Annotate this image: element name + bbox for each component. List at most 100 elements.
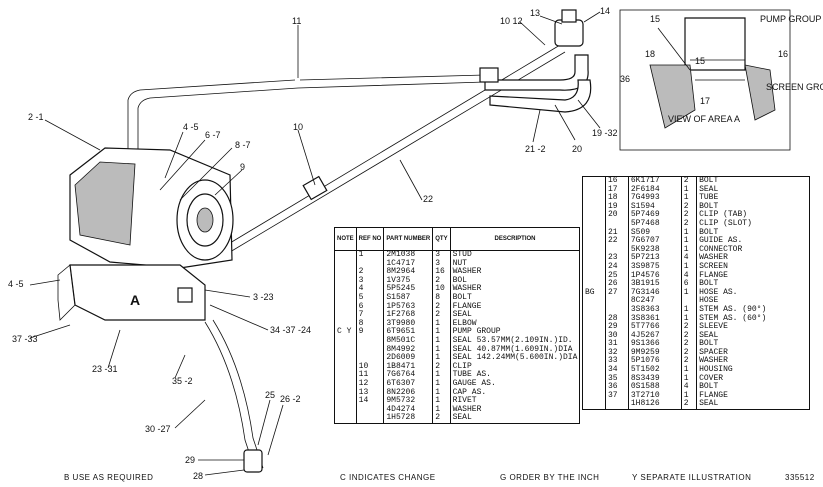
cell-qty: 2	[680, 219, 698, 229]
cell-description: BOLT	[696, 383, 810, 392]
cell-qty: 2	[432, 302, 451, 312]
cell-note	[334, 388, 357, 398]
cell-qty: 4	[680, 271, 698, 281]
cell-description: SPACER	[696, 348, 810, 358]
cell-qty: 1	[432, 319, 451, 329]
parts-table-1: NOTE REF NO PART NUMBER QTY DESCRIPTION …	[334, 227, 581, 424]
cell-ref-no: 37	[605, 391, 629, 401]
callout-view-area-a: VIEW OF AREA A	[668, 114, 740, 124]
cell-group-note: BG	[582, 176, 606, 410]
cell-description: SEAL	[696, 185, 810, 195]
cell-description: SEAL 40.87MM(1.609IN.)DIA	[449, 345, 581, 355]
cell-description: WASHER	[449, 268, 581, 277]
callout-28: 28	[193, 471, 203, 481]
callout-14: 14	[600, 6, 610, 16]
callout-29: 29	[185, 455, 195, 465]
cell-qty: 8	[432, 293, 451, 303]
header-part-number: PART NUMBER	[383, 227, 434, 251]
cell-description: SEAL 53.57MM(2.109IN.)ID.	[449, 336, 581, 346]
cell-description: TUBE AS.	[449, 371, 581, 380]
callout-35-2: 35 -2	[172, 376, 193, 386]
cell-qty: 1	[432, 405, 451, 415]
cell-qty: 1	[680, 365, 698, 375]
cell-description: SEAL	[696, 331, 810, 341]
cell-description: CAP AS.	[449, 388, 581, 398]
cell-description: SCREEN	[696, 262, 810, 272]
cell-note	[334, 397, 357, 406]
area-a-label: A	[130, 292, 140, 308]
cell-ref-no	[605, 297, 629, 306]
cell-description: CLIP	[449, 362, 581, 372]
cell-note	[334, 268, 357, 277]
cell-qty: 2	[432, 276, 451, 286]
cell-description: SEAL	[449, 413, 581, 424]
callout-18: 18	[645, 49, 655, 59]
callout-16: 16	[778, 49, 788, 59]
callout-4-5: 4 -5	[183, 122, 199, 132]
cell-ref-no: 22	[605, 237, 629, 246]
callout-10-12: 10 12	[500, 16, 523, 26]
cell-ref-no	[355, 336, 385, 346]
cell-qty: 1	[680, 374, 698, 384]
cell-description: TUBE	[696, 194, 810, 203]
cell-description: HOSE AS.	[696, 288, 810, 298]
cell-qty: 6	[680, 280, 698, 289]
cell-qty: 1	[680, 237, 698, 246]
cell-qty: 1	[680, 228, 698, 238]
cell-qty: 2	[680, 357, 698, 367]
cell-description: SEAL 142.24MM(5.600IN.)DIA	[449, 354, 581, 363]
cell-description: SLEEVE	[696, 322, 810, 332]
callout-23-31: 23 -31	[92, 364, 118, 374]
cell-description: GAUGE AS.	[449, 379, 581, 389]
cell-qty: 3	[432, 259, 451, 269]
header-qty: QTY	[432, 227, 451, 251]
cell-qty: 1	[432, 388, 451, 398]
cell-note	[334, 311, 357, 320]
cell-qty: 1	[432, 396, 451, 406]
cell-description: BOLT	[449, 293, 581, 303]
footer-note-b: B USE AS REQUIRED	[64, 473, 154, 482]
callout-13: 13	[530, 8, 540, 18]
cell-description: BOLT	[696, 280, 810, 289]
callout-22: 22	[423, 194, 433, 204]
cell-description: WASHER	[696, 357, 810, 367]
callout-15: 15	[650, 14, 660, 24]
cell-qty: 2	[680, 211, 698, 220]
callout-9: 9	[240, 162, 245, 172]
callout-37-33: 37 -33	[12, 334, 38, 344]
cell-qty: 2	[680, 322, 698, 332]
cell-note	[334, 371, 357, 380]
cell-ref-no: 27	[605, 288, 629, 298]
